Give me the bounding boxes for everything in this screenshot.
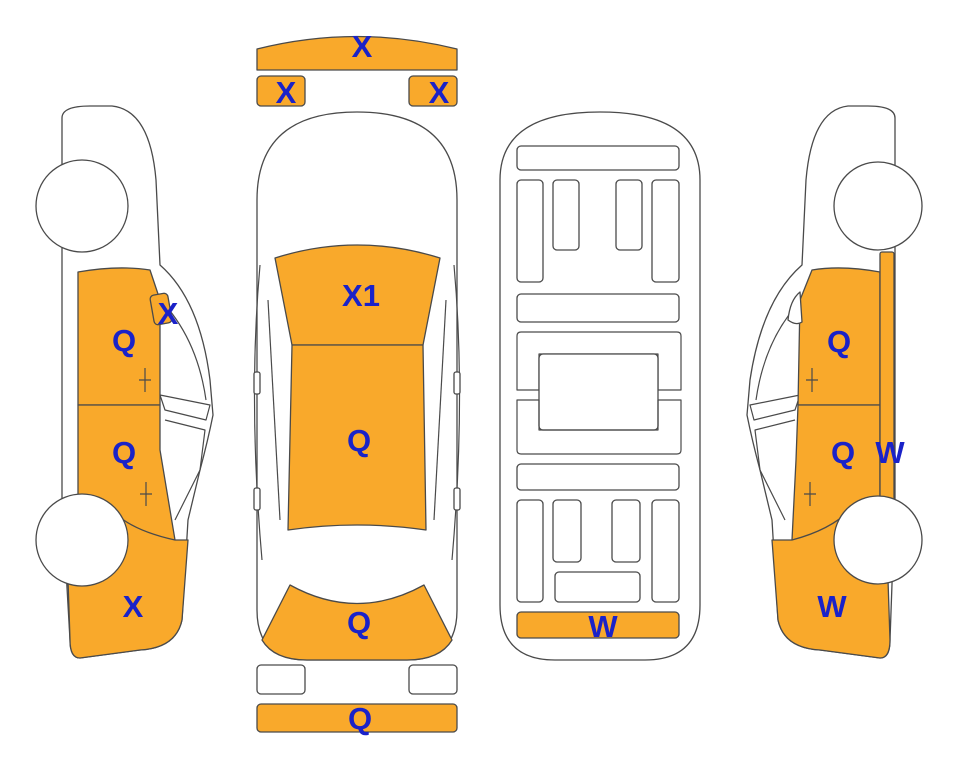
label-left-rear-door: Q [112, 435, 136, 470]
label-boot: Q [347, 605, 371, 640]
label-front-right-light: X [429, 75, 450, 110]
left-mirror-panel[interactable] [149, 292, 173, 326]
label-underbody-rear: W [588, 609, 618, 644]
right-rear-wheel [833, 495, 923, 585]
roof-panel[interactable] [287, 344, 427, 531]
label-left-mirror: X [158, 296, 179, 331]
left-front-door-panel[interactable] [77, 267, 161, 406]
label-right-rear-quarter: W [817, 589, 847, 624]
rear-bumper-panel[interactable] [256, 703, 458, 733]
right-front-door-panel[interactable] [797, 267, 881, 406]
damage-labels: X X X X1 Q Q Q W Q X Q X Q Q W W [112, 29, 905, 736]
right-side-view [746, 105, 923, 659]
label-front-left-light: X [276, 75, 297, 110]
left-side-view [35, 105, 214, 659]
left-front-wheel [35, 159, 129, 253]
underbody-view [499, 111, 701, 661]
front-right-light-panel[interactable] [408, 75, 458, 107]
right-front-wheel [833, 161, 923, 251]
right-mirror [787, 291, 803, 325]
label-left-rear-quarter: X [123, 589, 144, 624]
label-rear-bumper: Q [348, 701, 372, 736]
label-right-rear-door: Q [831, 435, 855, 470]
front-left-light-panel[interactable] [256, 75, 306, 107]
label-bonnet: X1 [342, 278, 380, 313]
front-bumper-panel[interactable] [256, 35, 458, 71]
label-left-front-door: Q [112, 323, 136, 358]
left-rear-wheel [35, 493, 129, 587]
label-right-front-door: Q [827, 324, 851, 359]
top-view [253, 35, 461, 733]
label-right-sill: W [875, 435, 905, 470]
underbody-rear-panel[interactable] [516, 611, 680, 639]
boot-panel[interactable] [261, 584, 453, 661]
label-front-bumper: X [352, 29, 373, 64]
bonnet-panel[interactable] [274, 244, 441, 346]
label-roof: Q [347, 423, 371, 458]
